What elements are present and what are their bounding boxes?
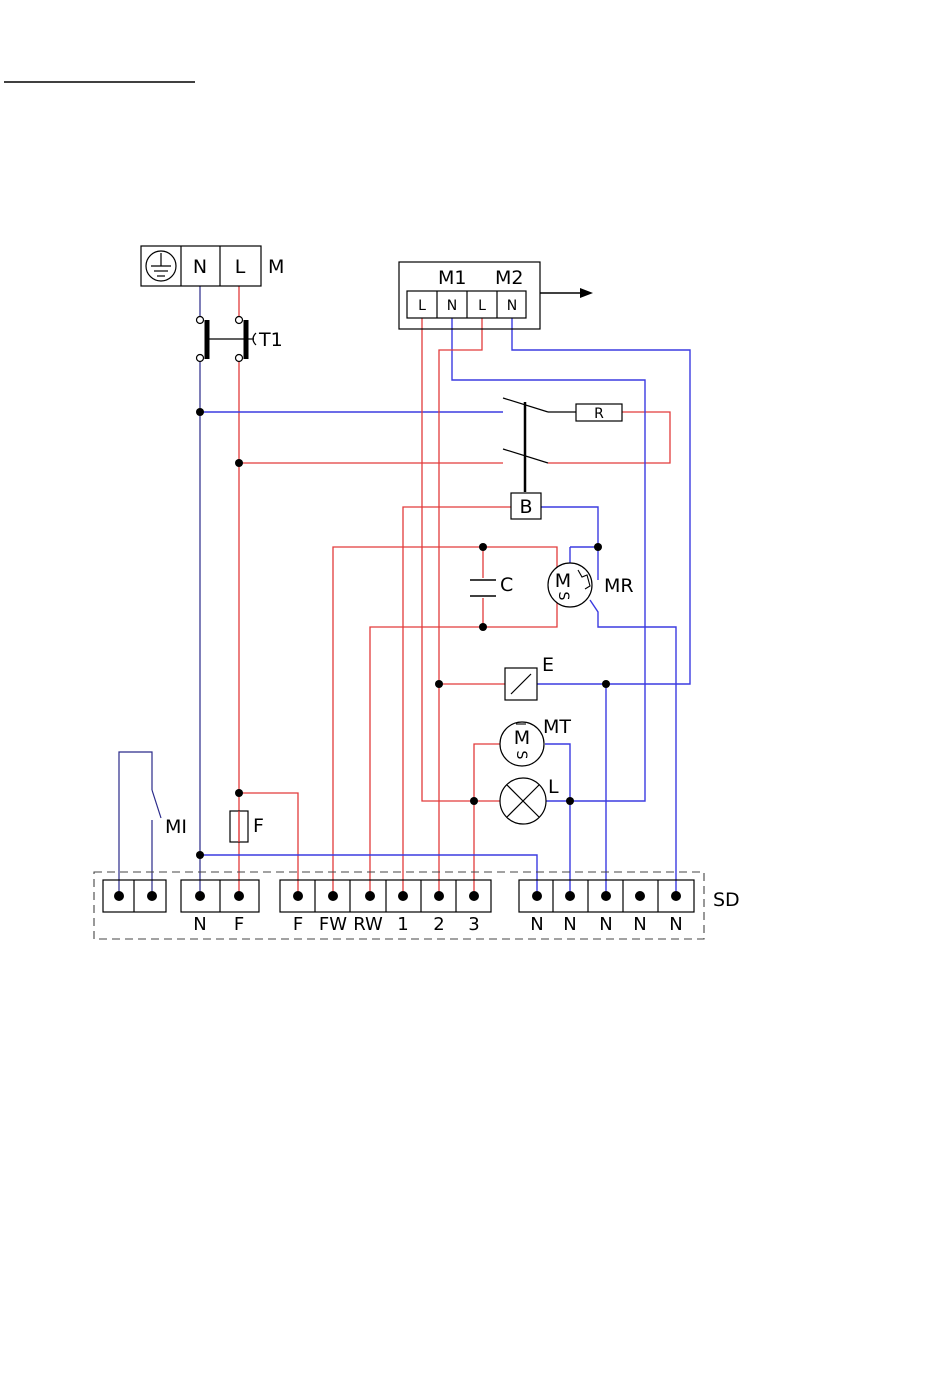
m-terminal-1: L xyxy=(418,298,426,314)
terminal-n: N xyxy=(193,914,206,935)
lamp-l: L xyxy=(500,776,559,824)
motor-mt-letter: M xyxy=(514,727,530,749)
mains-block: N L M xyxy=(141,246,284,286)
terminal-f2: F xyxy=(293,914,303,935)
wire-m2-n xyxy=(512,318,690,684)
wire-mi xyxy=(119,752,152,896)
relay-switches xyxy=(503,398,548,492)
switch-mi: MI xyxy=(152,790,187,838)
terminal-n1: N xyxy=(530,914,543,935)
m-terminal-3: L xyxy=(478,298,486,314)
earth-ground-icon xyxy=(146,251,176,281)
mains-label: M xyxy=(268,256,284,278)
wire-mr-bottom xyxy=(590,600,676,896)
terminal-strip-label: SD xyxy=(713,889,740,911)
terminal-n5: N xyxy=(669,914,682,935)
motor-mr-label: MR xyxy=(604,575,634,597)
wire-r-loop xyxy=(548,412,670,463)
terminal-2: 2 xyxy=(433,914,444,935)
wire-neutral-to-n-group xyxy=(200,855,537,896)
m2-label: M2 xyxy=(495,267,523,289)
wire-mt-right xyxy=(545,744,570,896)
mains-n-label: N xyxy=(193,256,207,278)
capacitor-c: C xyxy=(470,574,513,596)
terminal-1: 1 xyxy=(397,914,408,935)
element-label: E xyxy=(542,654,554,676)
terminal-n3: N xyxy=(599,914,612,935)
capacitor-label: C xyxy=(500,574,513,596)
terminal-f: F xyxy=(234,914,244,935)
mains-l-label: L xyxy=(235,256,246,278)
m-terminal-4: N xyxy=(507,298,517,314)
terminal-3: 3 xyxy=(468,914,479,935)
wire-m2-l xyxy=(439,318,482,896)
block-label: B xyxy=(519,496,532,518)
motors-box: M1 M2 L N L N xyxy=(399,262,593,329)
switch-label: MI xyxy=(165,816,187,838)
thermostat-t1: T1 xyxy=(197,317,283,362)
motor-mr-letter: M xyxy=(555,570,571,592)
terminal-strip: N F F FW RW 1 2 3 N N N N N xyxy=(94,872,740,939)
wire-m1-l xyxy=(422,318,501,801)
terminal-fw: FW xyxy=(319,914,347,935)
thermostat-label: T1 xyxy=(258,329,283,351)
motor-mt-sub: S xyxy=(513,751,529,760)
m1-label: M1 xyxy=(438,267,466,289)
motor-mr-sub: S xyxy=(555,592,571,601)
motor-mt: M S MT xyxy=(500,716,571,766)
terminal-rw: RW xyxy=(353,914,383,935)
element-e: E xyxy=(505,654,554,700)
lamp-label: L xyxy=(548,776,559,798)
wire-b-to-1 xyxy=(403,507,511,896)
m-terminal-2: N xyxy=(447,298,457,314)
terminal-n2: N xyxy=(563,914,576,935)
arrow-right-icon xyxy=(540,288,593,298)
fuse-f: F xyxy=(230,811,264,842)
terminal-n4: N xyxy=(633,914,646,935)
fuse-label: F xyxy=(253,815,264,837)
wire-b-to-mr xyxy=(541,507,598,547)
block-b: B xyxy=(511,493,541,519)
resistor-r: R xyxy=(576,404,622,422)
wire-mt-left xyxy=(474,744,500,801)
motor-mt-label: MT xyxy=(543,716,571,738)
resistor-label: R xyxy=(594,406,604,422)
